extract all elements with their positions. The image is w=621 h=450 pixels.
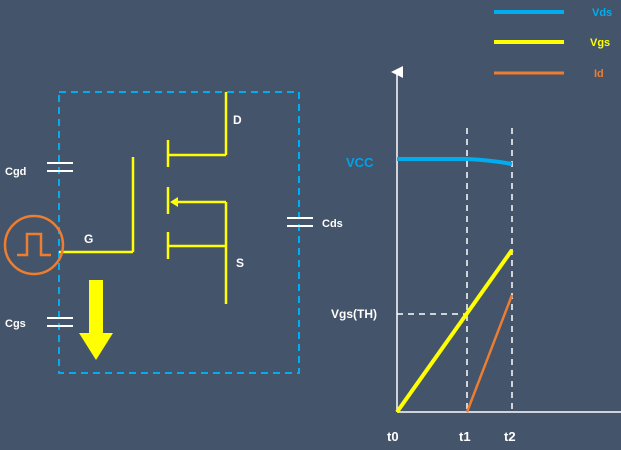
legend-item-id: Id [494, 68, 604, 80]
legend-label-vds: Vds [592, 7, 612, 19]
vgs-curve [395, 248, 514, 414]
t0-label: t0 [387, 429, 399, 444]
cds-label: Cds [322, 218, 343, 230]
legend: Vds Vgs Id [494, 7, 612, 80]
pulse-source-circle [3, 214, 65, 276]
legend-label-vgs: Vgs [590, 37, 610, 49]
id-curve [465, 294, 514, 413]
body-arrow-icon [170, 197, 178, 207]
switching-waveform-graph: VCC Vgs(TH) t0 t1 t2 [331, 66, 621, 444]
pulse-source-icon [3, 214, 65, 276]
legend-label-id: Id [594, 68, 604, 80]
cgd-capacitor: Cgd [5, 162, 73, 178]
legend-item-vds: Vds [494, 7, 612, 19]
vcc-label: VCC [346, 155, 374, 170]
cgd-label: Cgd [5, 166, 26, 178]
t2-label: t2 [504, 429, 516, 444]
vds-curve [397, 157, 513, 166]
cgs-capacitor: Cgs [5, 317, 73, 330]
drain-label: D [233, 113, 242, 127]
mosfet-circuit: D G S Cgd Cgs Cds [3, 91, 343, 374]
pulse-waveform-icon [17, 232, 51, 257]
cds-capacitor: Cds [287, 217, 343, 230]
gate-label: G [84, 232, 93, 246]
vgs-th-label: Vgs(TH) [331, 307, 377, 321]
cgs-label: Cgs [5, 318, 26, 330]
legend-item-vgs: Vgs [494, 37, 610, 49]
discharge-arrow-icon [79, 280, 113, 360]
t1-label: t1 [459, 429, 471, 444]
source-label: S [236, 256, 244, 270]
